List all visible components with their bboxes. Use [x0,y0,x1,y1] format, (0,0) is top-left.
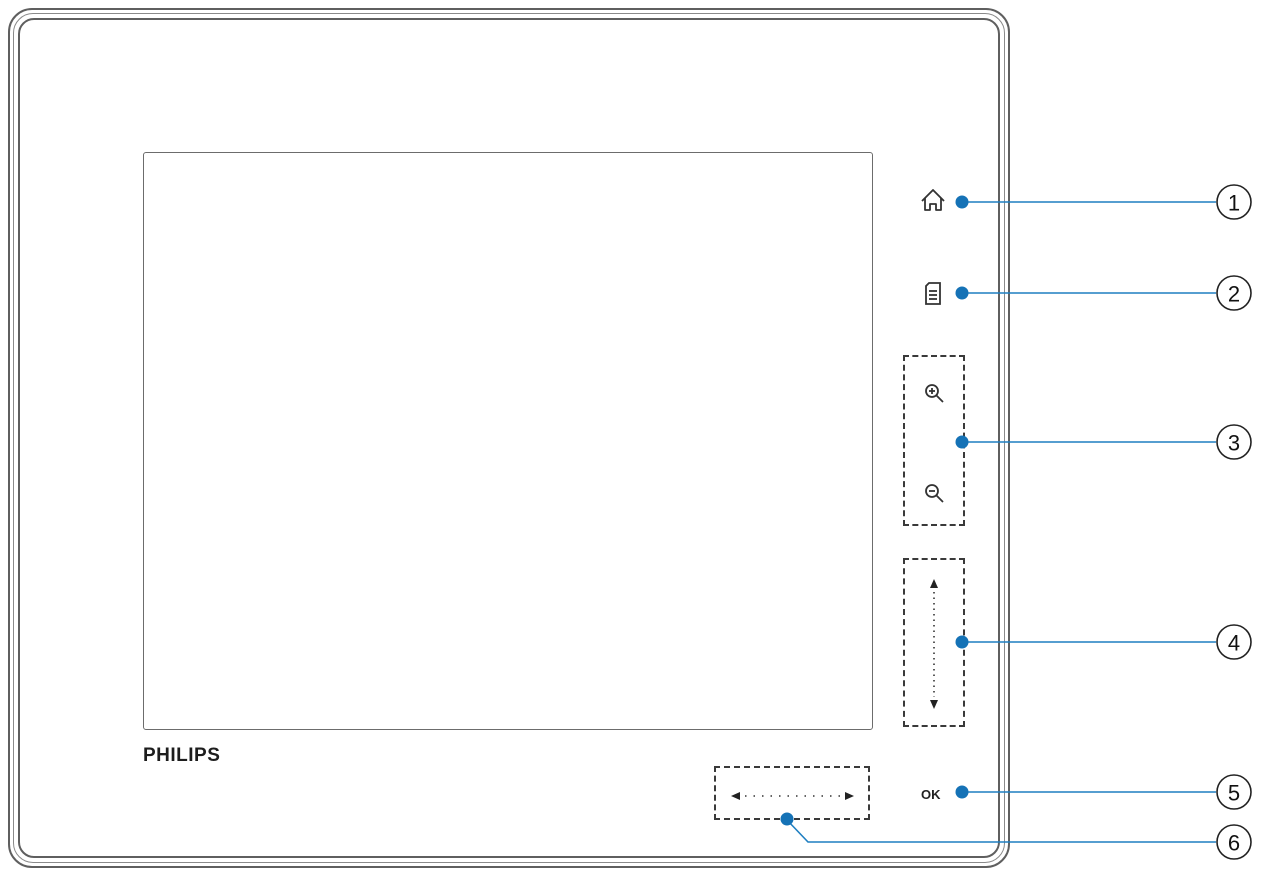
display-screen [143,152,873,730]
ok-button[interactable]: OK [921,787,941,802]
callout-number-1: 1 [1228,191,1240,216]
zoom-out-icon[interactable] [925,484,944,503]
callout-dot-4 [955,635,969,649]
device-middle-frame [13,13,1005,863]
callout-circle-2 [1216,275,1252,311]
zoom-in-icon[interactable] [925,384,944,403]
callout-dot-1 [955,195,969,209]
arrow-left-icon [731,792,740,800]
callout-dot-5 [955,785,969,799]
callout-circle-1 [1216,184,1252,220]
callout-circle-5 [1216,774,1252,810]
device-outer-frame [8,8,1010,868]
callout-number-2: 2 [1228,282,1240,307]
vertical-navigation-control[interactable] [930,579,938,709]
brand-logo: PHILIPS [143,745,221,766]
callout-circle-6 [1216,824,1252,860]
arrow-down-icon [930,700,938,709]
callout-circle-4 [1216,624,1252,660]
callout-dot-2 [955,286,969,300]
horizontal-navigation-control[interactable] [731,792,854,800]
menu-document-icon[interactable] [925,282,941,305]
callout-number-5: 5 [1228,781,1240,806]
callout-number-4: 4 [1228,631,1240,656]
callout-circle-3 [1216,424,1252,460]
arrow-right-icon [845,792,854,800]
callout-line-6 [786,819,1216,843]
home-icon[interactable] [921,189,945,211]
callout-number-3: 3 [1228,431,1240,456]
device-inner-frame [18,18,1000,858]
callout-dot-3 [955,435,969,449]
callout-dot-6 [780,812,794,826]
callout-number-6: 6 [1228,831,1240,856]
arrow-up-icon [930,579,938,588]
